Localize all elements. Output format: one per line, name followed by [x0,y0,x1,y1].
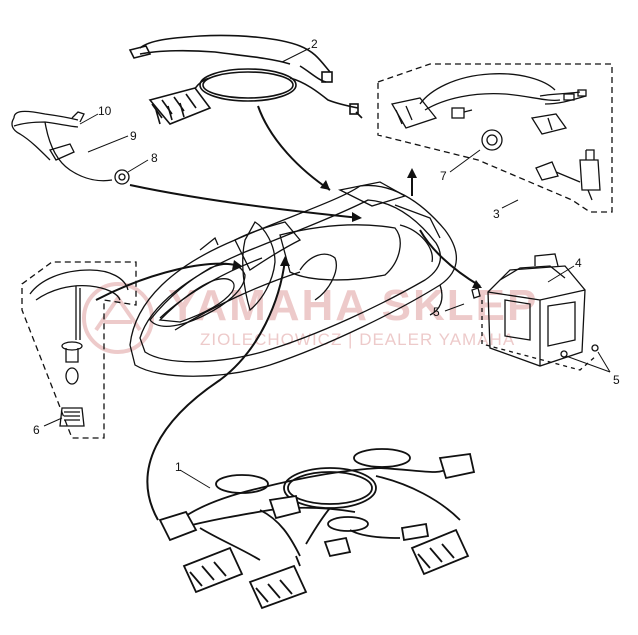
callout-9: 9 [130,129,137,143]
callout-3: 3 [493,207,500,221]
callout-1: 1 [175,460,182,474]
temp-sensor [579,159,601,191]
callout-2: 2 [311,37,318,51]
boat-hull [129,181,457,377]
watermark-logo-mark [94,294,142,332]
part-3-group [377,63,613,213]
part-4-electrical-box [471,253,599,371]
callout-6: 6 [33,423,40,437]
watermark-brand: YAMAHA SKLEP [168,281,538,330]
callout-5a: 5 [433,305,440,319]
connector-1e [400,522,430,542]
connector-small [321,71,333,83]
connector-3 [390,97,438,129]
connector-1a [158,510,198,542]
clamp [49,143,75,161]
part-1-main-harness [158,448,476,610]
connector-1f [182,546,244,594]
part-6-group [21,261,137,439]
connector-1g [248,564,308,610]
dashed-box-3 [377,63,613,213]
watermark-dealer: ZIOLECHOWICZ | DEALER YAMAHA [200,330,515,349]
arrow-heads [232,168,482,288]
part-2-harness [128,34,363,125]
connector-1d [323,536,352,558]
connector-1b [268,494,302,520]
leader-lines [43,47,611,489]
callout-7: 7 [440,169,447,183]
dashed-box-6 [21,261,137,439]
callout-5b: 5 [613,373,620,387]
connector-1c [438,452,476,480]
callout-4: 4 [575,256,582,270]
grommet-7 [481,129,503,151]
callout-10: 10 [98,104,112,118]
connection-arrows [95,105,481,521]
ring-terminal [114,169,130,185]
part-10-cable [11,110,130,185]
callout-8: 8 [151,151,158,165]
